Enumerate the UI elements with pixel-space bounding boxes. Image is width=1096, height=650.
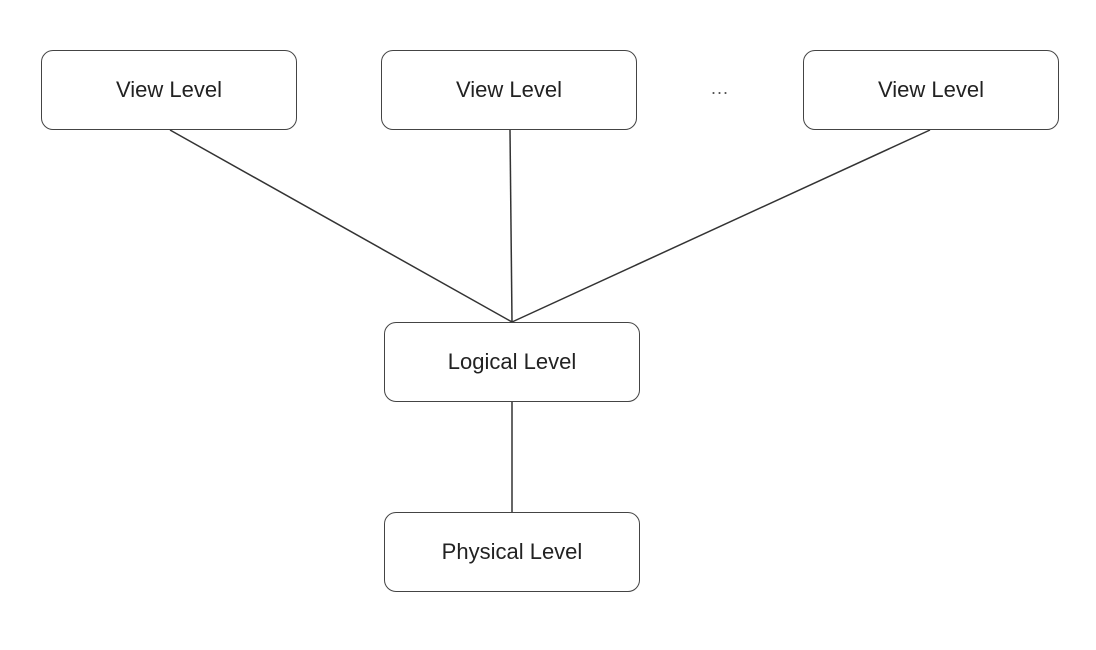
physical-level-node: Physical Level <box>384 512 640 592</box>
view-level-label-3: View Level <box>878 77 984 102</box>
view-level-label-1: View Level <box>116 77 222 102</box>
view-level-node-2: View Level <box>381 50 637 130</box>
edge-view-2-to-logical <box>509 129 513 323</box>
logical-level-label: Logical Level <box>447 349 577 374</box>
physical-level-label: Physical Level <box>441 539 583 564</box>
view-level-label-2: View Level <box>456 77 562 102</box>
edge-view-1-to-logical <box>169 129 513 323</box>
logical-level-node: Logical Level <box>384 322 640 402</box>
more-views-ellipsis: ... <box>710 78 729 98</box>
view-level-node-1: View Level <box>41 50 297 130</box>
edge-view-3-to-logical <box>511 129 931 323</box>
view-level-node-3: View Level <box>803 50 1059 130</box>
